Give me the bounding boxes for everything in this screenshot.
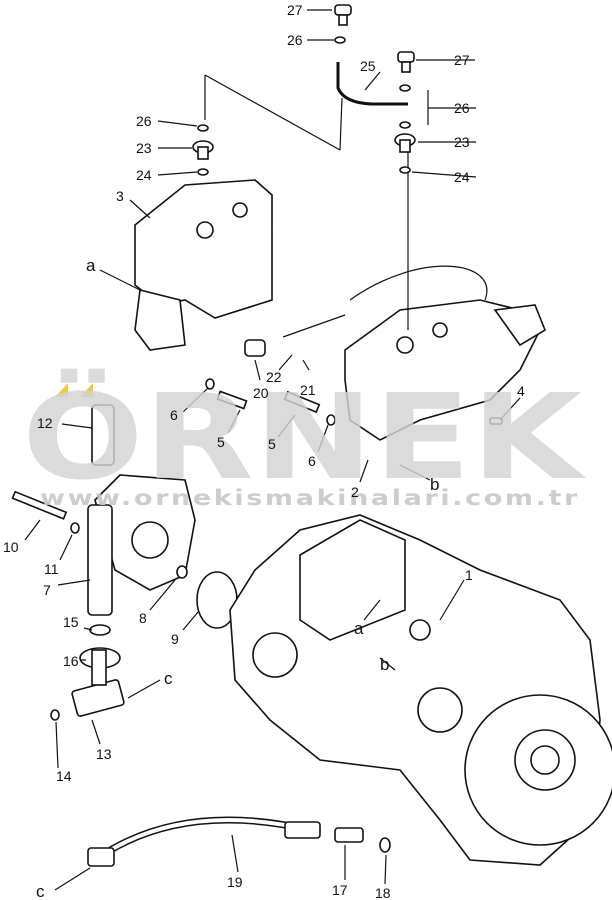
callout-17: 17 [332, 882, 348, 898]
callout-5: 5 [268, 436, 276, 452]
callout-labels: 27 26 25 27 26 23 24 26 23 24 3 a 12 22 … [3, 2, 525, 900]
callout-24: 24 [136, 167, 152, 183]
callout-a: a [354, 619, 364, 638]
callout-21: 21 [300, 382, 316, 398]
callout-15: 15 [63, 614, 79, 630]
small-fittings [192, 4, 503, 426]
watermark: ÖRNEK www.ornekismakinalari.com.tr [22, 368, 588, 510]
callout-26: 26 [136, 113, 152, 129]
callout-16: 16 [63, 653, 79, 669]
callout-6: 6 [308, 453, 316, 469]
callout-26: 26 [287, 32, 303, 48]
left-assembly [11, 474, 238, 721]
callout-14: 14 [56, 768, 72, 784]
callout-27: 27 [287, 2, 303, 18]
upper-right-valve [282, 265, 546, 441]
callout-8: 8 [139, 610, 147, 626]
watermark-url: www.ornekismakinalari.com.tr [40, 486, 580, 510]
hose-19 [87, 816, 391, 867]
callout-b: b [430, 475, 439, 494]
callout-27: 27 [454, 52, 470, 68]
callout-b: b [380, 655, 389, 674]
watermark-dots [55, 383, 93, 397]
callout-19: 19 [227, 874, 243, 890]
callout-a: a [86, 256, 96, 275]
callout-1: 1 [465, 567, 473, 583]
callout-23: 23 [454, 134, 470, 150]
part-12 [91, 404, 115, 466]
callout-18: 18 [375, 885, 391, 900]
hose-25 [204, 62, 409, 330]
callout-23: 23 [136, 140, 152, 156]
watermark-brand: ÖRNEK [22, 368, 588, 506]
callout-c: c [164, 669, 173, 688]
callout-10: 10 [3, 539, 19, 555]
callout-2: 2 [351, 484, 359, 500]
callout-26: 26 [454, 100, 470, 116]
callout-5: 5 [217, 434, 225, 450]
leader-lines [24, 9, 521, 891]
callout-7: 7 [43, 582, 51, 598]
callout-22: 22 [266, 369, 282, 385]
callout-6: 6 [170, 407, 178, 423]
callout-c: c [36, 882, 45, 900]
callout-13: 13 [96, 746, 112, 762]
main-pump [229, 514, 612, 866]
callout-20: 20 [253, 385, 269, 401]
callout-4: 4 [517, 383, 525, 399]
callout-9: 9 [171, 631, 179, 647]
callout-25: 25 [360, 58, 376, 74]
callout-11: 11 [44, 561, 59, 577]
callout-24: 24 [454, 169, 470, 185]
callout-12: 12 [37, 415, 53, 431]
upper-left-valve [134, 179, 273, 351]
callout-3: 3 [116, 188, 124, 204]
